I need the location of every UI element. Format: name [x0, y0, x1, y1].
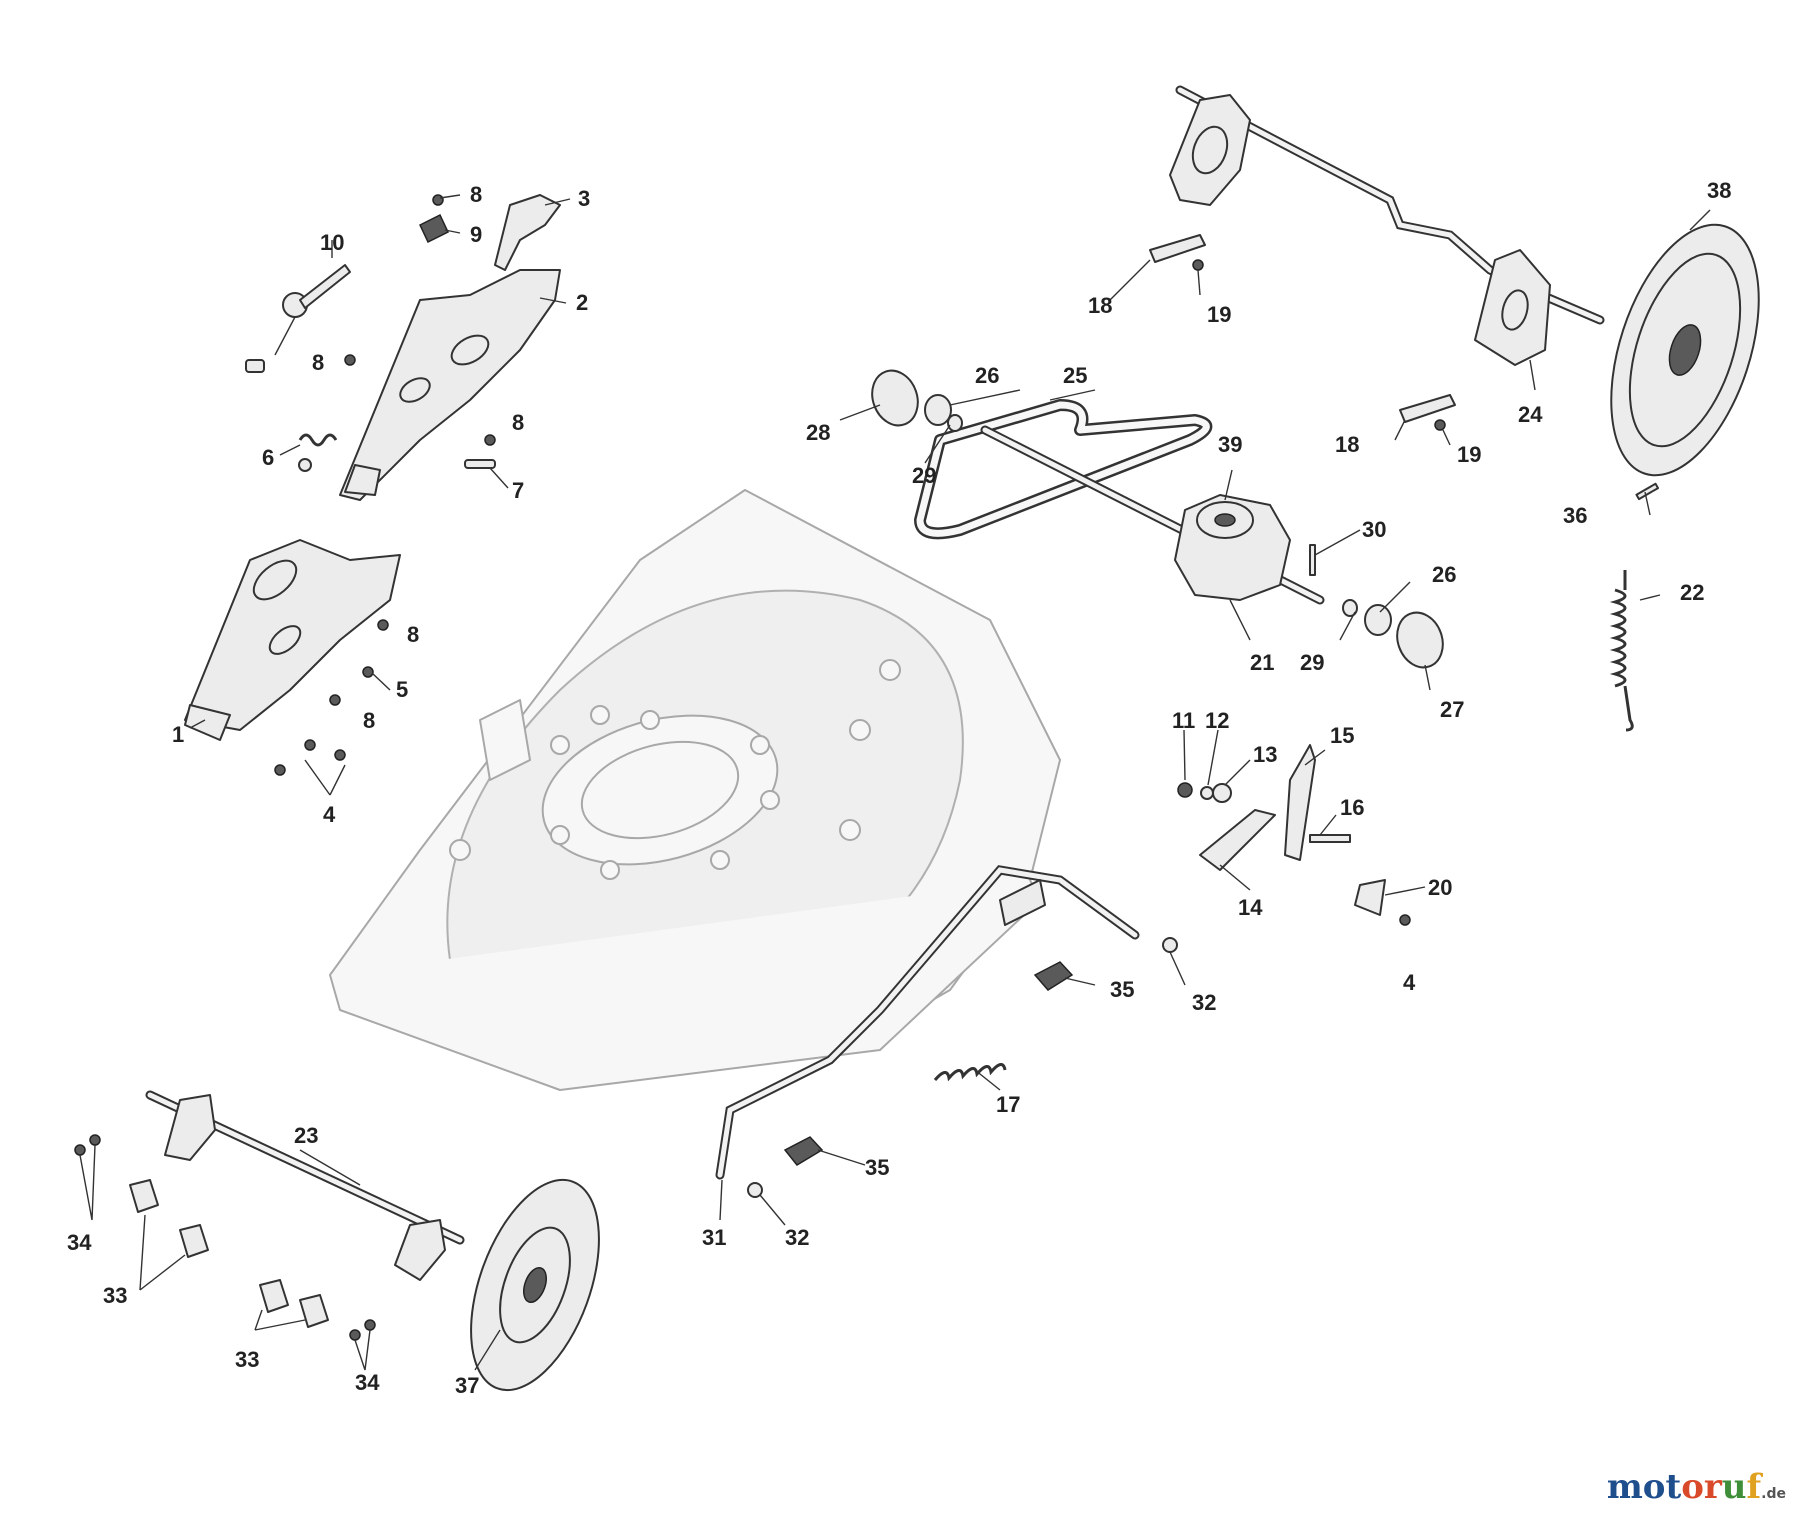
callouts: 1 2 3 4 5 6 7 8 8 8 8 8 9 10 11 12 13 14… — [67, 178, 1731, 1398]
deflector-piece — [494, 194, 561, 271]
lever-linkage — [1177, 744, 1411, 926]
callout-9: 9 — [470, 222, 482, 247]
callout-7: 7 — [512, 478, 524, 503]
callout-1: 1 — [172, 722, 184, 747]
watermark-part-2: or — [1681, 1467, 1722, 1507]
callout-35-b: 35 — [865, 1155, 889, 1180]
height-adjust-lever — [715, 865, 1140, 1180]
clip-7 — [464, 459, 496, 469]
spring-17 — [933, 1063, 1007, 1082]
callout-36: 36 — [1563, 503, 1587, 528]
gearbox — [1174, 494, 1291, 601]
callout-32-b: 32 — [785, 1225, 809, 1250]
callout-11: 11 — [1172, 708, 1195, 733]
front-axle — [145, 1090, 465, 1281]
callout-14: 14 — [1238, 895, 1263, 920]
callout-38: 38 — [1707, 178, 1731, 203]
rear-cover-upper — [339, 269, 561, 501]
callout-19-b: 19 — [1457, 442, 1481, 467]
callout-8-d: 8 — [407, 622, 419, 647]
callout-4-left: 4 — [323, 802, 336, 827]
callout-35-a: 35 — [1110, 977, 1134, 1002]
callout-8-a: 8 — [470, 182, 482, 207]
callout-5: 5 — [396, 677, 408, 702]
front-clips-and-screws — [74, 1134, 376, 1341]
callout-33-a: 33 — [103, 1283, 127, 1308]
leader-lines — [79, 194, 1711, 1371]
callout-29-b: 29 — [1300, 650, 1324, 675]
callout-8-b: 8 — [312, 350, 324, 375]
latch-piece — [419, 213, 449, 244]
watermark-part-1: mot — [1606, 1467, 1682, 1507]
callout-31: 31 — [702, 1225, 726, 1250]
callout-19-a: 19 — [1207, 302, 1231, 327]
callout-12: 12 — [1205, 708, 1229, 733]
callout-2: 2 — [576, 290, 588, 315]
watermark-suffix: .de — [1761, 1486, 1786, 1502]
callout-23: 23 — [294, 1123, 318, 1148]
callout-34-b: 34 — [355, 1370, 380, 1395]
watermark-part-4: f — [1746, 1467, 1762, 1507]
watermark-part-3: u — [1721, 1467, 1747, 1507]
callout-28: 28 — [806, 420, 830, 445]
callout-32-a: 32 — [1192, 990, 1216, 1015]
tension-spring-22 — [1609, 570, 1634, 732]
callout-21: 21 — [1250, 650, 1274, 675]
callout-16: 16 — [1340, 795, 1364, 820]
callout-8-e: 8 — [363, 708, 375, 733]
rear-cover-lower — [184, 539, 401, 741]
callout-25: 25 — [1063, 363, 1087, 388]
callout-26-a: 26 — [975, 363, 999, 388]
callout-18-a: 18 — [1088, 293, 1112, 318]
brand-watermark: motoruf.de — [1607, 1467, 1786, 1507]
front-wheel — [470, 1178, 600, 1392]
rear-wheel — [1610, 223, 1760, 477]
cable-clips — [1149, 234, 1456, 431]
callout-30: 30 — [1362, 517, 1386, 542]
mower-deck — [329, 489, 1061, 1091]
cable-assembly — [245, 264, 351, 373]
callout-24: 24 — [1518, 402, 1543, 427]
pads-and-bolts — [747, 937, 1178, 1198]
callout-15: 15 — [1330, 723, 1354, 748]
callout-8-c: 8 — [512, 410, 524, 435]
callout-18-b: 18 — [1335, 432, 1359, 457]
callout-26-b: 26 — [1432, 562, 1456, 587]
callout-39: 39 — [1218, 432, 1242, 457]
callout-3: 3 — [578, 186, 590, 211]
screws-left — [274, 194, 496, 776]
callout-17: 17 — [996, 1092, 1020, 1117]
callout-27: 27 — [1440, 697, 1464, 722]
callout-33-b: 33 — [235, 1347, 259, 1372]
callout-4-right: 4 — [1403, 970, 1416, 995]
callout-22: 22 — [1680, 580, 1704, 605]
callout-6: 6 — [262, 445, 274, 470]
small-spring-6 — [298, 433, 338, 472]
rear-axle-assembly — [1169, 85, 1605, 366]
callout-34-a: 34 — [67, 1230, 92, 1255]
callout-20: 20 — [1428, 875, 1452, 900]
callout-37: 37 — [455, 1373, 479, 1398]
pinions-bearings — [871, 369, 1660, 669]
callout-29-a: 29 — [912, 463, 936, 488]
callout-13: 13 — [1253, 742, 1277, 767]
callout-10: 10 — [320, 230, 344, 255]
drive-belt — [914, 399, 1213, 540]
